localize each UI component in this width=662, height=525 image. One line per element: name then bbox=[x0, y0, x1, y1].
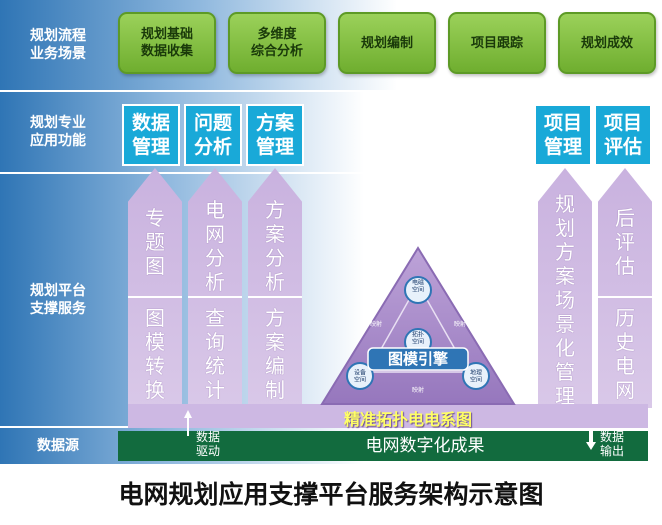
pillar-divider bbox=[128, 296, 182, 298]
flow-step-tracking: 项目跟踪 bbox=[448, 12, 546, 74]
data-drive-arrow-icon bbox=[184, 410, 192, 436]
flow-step-planning: 规划编制 bbox=[338, 12, 436, 74]
function-plan-mgmt: 方案 管理 bbox=[246, 104, 304, 166]
mapping-label-bottom: 映射 bbox=[412, 386, 424, 394]
pillar-plan-mgmt: 方 案 分 析 方 案 编 制 bbox=[248, 168, 302, 408]
device-space-label: 设备空间 bbox=[354, 369, 366, 384]
pillar-text-post-eval: 后 评 估 bbox=[615, 206, 635, 278]
pillar-text-plan-analysis: 方 案 分 析 bbox=[265, 198, 285, 294]
graph-model-engine-diagram: 图模引擎 电磁空间 拓扑空间 设备空间 地理空间 时间轴 映射 映射 映射 bbox=[320, 246, 516, 405]
engine-inner-triangle bbox=[366, 282, 470, 373]
flow-step-results: 规划成效 bbox=[558, 12, 656, 74]
diagram-caption: 电网规划应用支撑平台服务架构示意图 bbox=[118, 480, 544, 509]
flow-step-analysis: 多维度 综合分析 bbox=[228, 12, 326, 74]
pillar-text-graph-model: 图 模 转 换 bbox=[145, 306, 165, 402]
row-label-platform: 规划平台 支撑服务 bbox=[30, 283, 86, 317]
mapping-label-right: 映射 bbox=[454, 320, 466, 328]
pillar-text-history-grid: 历 史 电 网 bbox=[615, 306, 635, 402]
row-label-functions: 规划专业 应用功能 bbox=[30, 115, 86, 149]
data-source-label: 电网数字化成果 bbox=[365, 436, 485, 456]
device-space-node bbox=[346, 362, 374, 390]
pillar-problem: 电 网 分 析 查 询 统 计 bbox=[188, 168, 242, 408]
data-drive-label: 数据 驱动 bbox=[196, 430, 221, 458]
row-label-flow: 规划流程 业务场景 bbox=[30, 28, 86, 62]
function-data-mgmt: 数据 管理 bbox=[122, 104, 180, 166]
data-output-arrow-icon bbox=[586, 428, 596, 450]
pillar-text-plan-compile: 方 案 编 制 bbox=[265, 306, 285, 402]
pillar-data-mgmt: 专 题 图 图 模 转 换 bbox=[128, 168, 182, 408]
geo-space-node bbox=[462, 362, 490, 390]
pillar-divider bbox=[188, 296, 242, 298]
grid-space-node bbox=[404, 276, 432, 304]
topo-space-label: 拓扑空间 bbox=[412, 331, 424, 346]
pillar-text-scenario-mgmt: 规 划 方 案 场 景 化 管 理 bbox=[555, 192, 575, 408]
geo-space-label: 地理空间 bbox=[470, 369, 482, 384]
pillar-divider bbox=[248, 296, 302, 298]
engine-title: 图模引擎 bbox=[388, 350, 448, 368]
pillar-text-query-stats: 查 询 统 计 bbox=[205, 306, 225, 402]
pillar-divider bbox=[598, 296, 652, 298]
flow-step-data-collection: 规划基础 数据收集 bbox=[118, 12, 216, 74]
function-project-mgmt: 项目 管理 bbox=[534, 104, 592, 166]
data-source-bar bbox=[118, 431, 648, 461]
time-axis-label: 时间轴 bbox=[445, 268, 463, 276]
mapping-label-left: 映射 bbox=[370, 320, 382, 328]
platform-base bbox=[128, 404, 648, 428]
platform-title: 精准拓扑电电系图 bbox=[343, 410, 472, 429]
row-label-source: 数据源 bbox=[37, 438, 79, 454]
grid-space-label: 电磁空间 bbox=[412, 279, 424, 294]
pillar-text-grid-analysis: 电 网 分 析 bbox=[205, 198, 225, 294]
flow-band bbox=[0, 0, 662, 90]
function-problem-analysis: 问题 分析 bbox=[184, 104, 242, 166]
function-project-eval: 项目 评估 bbox=[594, 104, 652, 166]
engine-title-plate bbox=[367, 347, 469, 371]
pillar-text-thematic-map: 专 题 图 bbox=[145, 206, 165, 278]
pillar-project-mgmt: 规 划 方 案 场 景 化 管 理 bbox=[538, 168, 592, 408]
data-output-label: 数据 输出 bbox=[600, 430, 625, 458]
pillar-project-eval: 后 评 估 历 史 电 网 bbox=[598, 168, 652, 408]
